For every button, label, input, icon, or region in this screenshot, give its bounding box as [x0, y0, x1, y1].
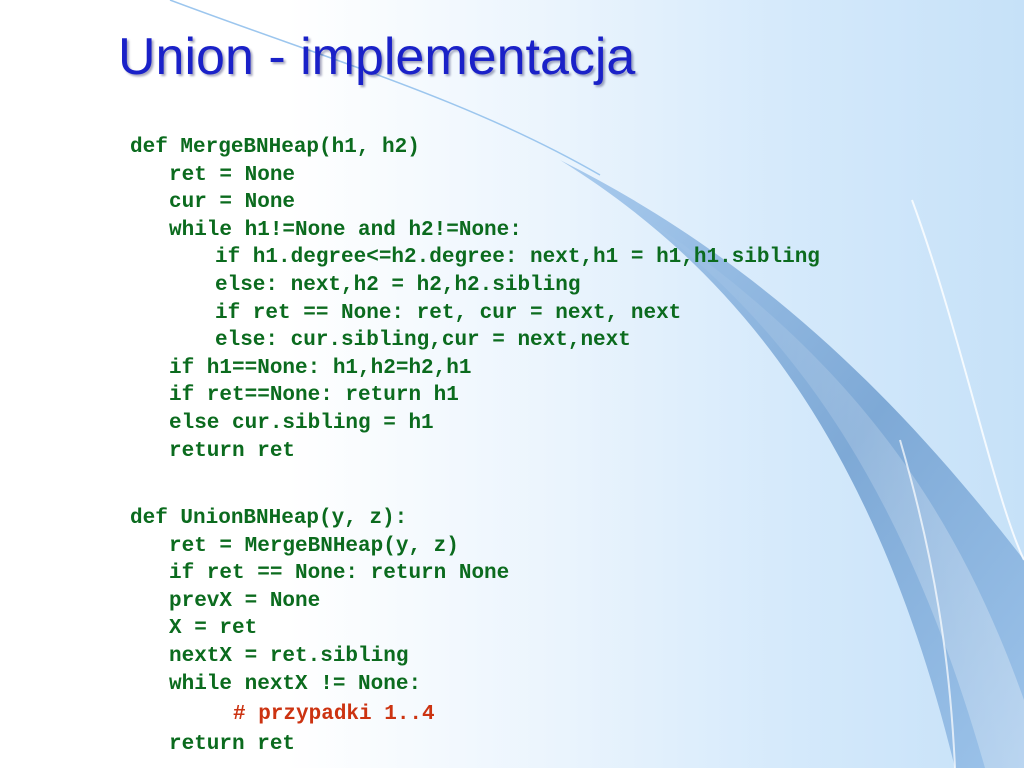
swoosh-line-lower	[899, 439, 956, 768]
code-line: prevX = None	[169, 589, 321, 613]
code-line: else: next,h2 = h2,h2.sibling	[215, 273, 581, 297]
code-line: else cur.sibling = h1	[169, 411, 434, 435]
code-line: if ret==None: return h1	[169, 384, 459, 408]
code-line: if h1.degree<=h2.degree: next,h1 = h1,h1…	[215, 246, 820, 270]
swoosh-line-right	[911, 199, 1024, 561]
code-line: if ret == None: ret, cur = next, next	[215, 301, 682, 325]
code-block-merge-bnheap: def MergeBNHeap(h1, h2) ret = None cur =…	[130, 134, 820, 465]
code-line: if h1==None: h1,h2=h2,h1	[169, 356, 472, 380]
code-line: return ret	[169, 733, 296, 757]
code-line: while nextX != None:	[169, 672, 422, 696]
code-line: else: cur.sibling,cur = next,next	[215, 329, 631, 353]
code-line: return ret	[169, 439, 296, 463]
code-line: if ret == None: return None	[169, 562, 510, 586]
code-line: ret = MergeBNHeap(y, z)	[169, 534, 459, 558]
code-line: X = ret	[169, 617, 258, 641]
code-line: while h1!=None and h2!=None:	[169, 218, 522, 242]
code-comment-line: # przypadki 1..4	[233, 703, 435, 727]
code-line: def MergeBNHeap(h1, h2)	[130, 136, 420, 159]
code-block-union-bnheap: def UnionBNHeap(y, z): ret = MergeBNHeap…	[130, 505, 509, 759]
swoosh-highlight	[640, 215, 1024, 768]
code-line: cur = None	[169, 191, 296, 215]
slide-title: Union - implementacja	[118, 28, 636, 86]
code-line: def UnionBNHeap(y, z):	[130, 507, 408, 530]
code-line: ret = None	[169, 163, 296, 187]
swoosh-line-thin	[169, 0, 601, 176]
code-line: nextX = ret.sibling	[169, 644, 409, 668]
